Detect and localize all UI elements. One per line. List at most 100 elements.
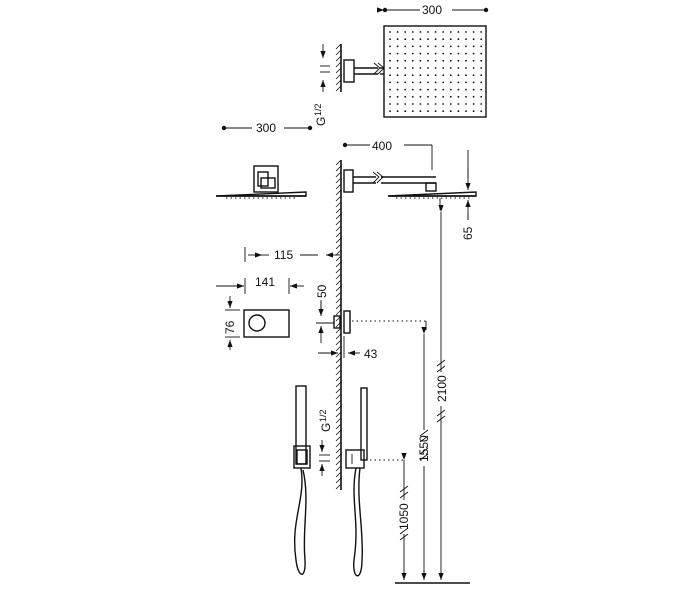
nozzle-dot [419, 38, 422, 41]
nozzle-dot [396, 74, 399, 77]
nozzle-dot [472, 103, 475, 105]
nozzle-dot [449, 81, 452, 84]
nozzle-dot [457, 45, 460, 48]
nozzle-dot [434, 110, 437, 113]
nozzle-dot [472, 88, 475, 91]
nozzle-dot [427, 67, 429, 69]
nozzle-dot [457, 67, 460, 69]
nozzle-dot [449, 95, 452, 98]
valve-knob-icon [248, 314, 266, 332]
nozzle-dot [449, 59, 452, 62]
valve: 115 141 76 50 43 [216, 247, 427, 361]
nozzle-dot [427, 81, 429, 84]
nozzle-dot [389, 110, 391, 113]
nozzle-dot [480, 38, 483, 41]
nozzle-dot [465, 88, 467, 91]
nozzle-dot [465, 81, 467, 84]
nozzle-dot [480, 110, 483, 113]
thread-frac-top: 1/2 [313, 103, 323, 116]
nozzle-dot [449, 103, 452, 105]
nozzle-dot [457, 52, 460, 55]
nozzle-dot [457, 74, 460, 77]
nozzle-dot [457, 31, 460, 33]
nozzle-dot [411, 88, 414, 91]
nozzle-dot [389, 45, 391, 48]
nozzle-dot [449, 67, 452, 69]
nozzle-dot [419, 88, 422, 91]
nozzle-dot [457, 95, 460, 98]
nozzle-dot [449, 74, 452, 77]
nozzle-dot [427, 31, 429, 33]
nozzle-dot [480, 81, 483, 84]
nozzle-dot [480, 103, 483, 105]
nozzle-dot [411, 52, 414, 55]
nozzle-dot [419, 74, 422, 77]
dim-height-1050: 1050 [397, 503, 411, 530]
nozzle-dot [434, 38, 437, 41]
nozzle-dot [404, 110, 407, 113]
nozzle-dot [389, 31, 391, 33]
arm-and-head: 400 65 [342, 139, 477, 240]
nozzle-dot [472, 95, 475, 98]
nozzle-dot [457, 38, 460, 41]
nozzle-dot [434, 52, 437, 55]
nozzle-dot [419, 95, 422, 98]
head-side-view: 300 [215, 121, 313, 199]
nozzle-dot [434, 103, 437, 105]
thread-label-top: G [314, 117, 328, 126]
nozzle-dot [480, 52, 483, 55]
nozzle-dot [457, 110, 460, 113]
head-nozzles [389, 31, 483, 113]
nozzle-dot [389, 67, 391, 69]
nozzle-dot [411, 110, 414, 113]
nozzle-dot [396, 95, 399, 98]
nozzle-dot [434, 67, 437, 69]
nozzle-dot [442, 95, 445, 98]
nozzle-dot [457, 103, 460, 105]
nozzle-dot [480, 59, 483, 62]
nozzle-dot [434, 81, 437, 84]
nozzle-dot [389, 59, 391, 62]
nozzle-dot [427, 103, 429, 105]
nozzle-dot [442, 52, 445, 55]
nozzle-dot [389, 81, 391, 84]
nozzle-dot [472, 38, 475, 41]
nozzle-dot [480, 88, 483, 91]
dim-valve-height: 76 [223, 320, 237, 334]
main-wall [335, 159, 342, 490]
nozzle-dot [449, 110, 452, 113]
hand-shower-holder [345, 449, 365, 469]
nozzle-dot [396, 88, 399, 91]
nozzle-dot [427, 110, 429, 113]
nozzle-dot [457, 88, 460, 91]
nozzle-dot [396, 110, 399, 113]
nozzle-dot [404, 31, 407, 33]
nozzle-dot [396, 31, 399, 33]
nozzle-dot [404, 52, 407, 55]
nozzle-dot [442, 110, 445, 113]
nozzle-dot [389, 74, 391, 77]
nozzle-dot [442, 103, 445, 105]
nozzle-dot [396, 103, 399, 105]
nozzle-dot [419, 31, 422, 33]
nozzle-dot [411, 74, 414, 77]
thread-frac-bottom: 1/2 [318, 409, 328, 422]
nozzle-dot [434, 88, 437, 91]
nozzle-dot [472, 67, 475, 69]
nozzle-dot [465, 52, 467, 55]
nozzle-dot [396, 52, 399, 55]
nozzle-dot [396, 45, 399, 48]
nozzle-dot [472, 45, 475, 48]
nozzle-dot [442, 88, 445, 91]
nozzle-dot [480, 95, 483, 98]
valve-plate [243, 309, 290, 338]
nozzle-dot [449, 88, 452, 91]
nozzle-dot [472, 110, 475, 113]
nozzle-dot [442, 31, 445, 33]
nozzle-dot [411, 45, 414, 48]
nozzle-dot [457, 59, 460, 62]
nozzle-dot [404, 103, 407, 105]
nozzle-dot [419, 81, 422, 84]
